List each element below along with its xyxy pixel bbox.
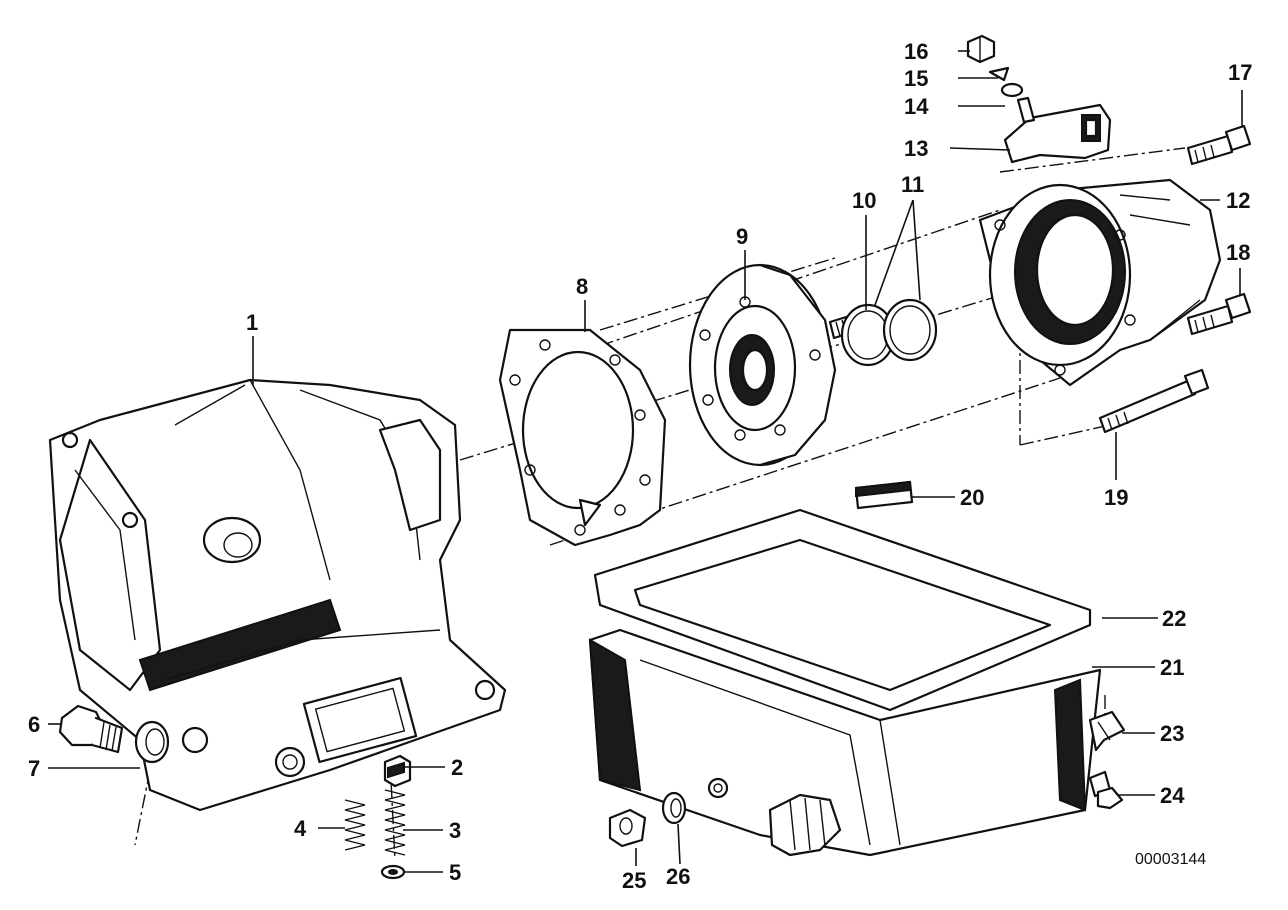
drain-plug (58, 704, 124, 754)
callout-3: 3 (449, 818, 461, 843)
callout-12: 12 (1226, 188, 1250, 213)
compression-spring-large (384, 789, 406, 856)
spring-washer-15 (988, 66, 1010, 82)
leader-lines (48, 50, 1243, 873)
callout-15: 15 (904, 66, 928, 91)
retaining-clip (1088, 710, 1126, 752)
valve-plug (383, 754, 412, 788)
o-rings (840, 298, 938, 367)
callout-labels: 1 2 3 4 5 6 7 8 9 10 11 12 13 14 15 16 1… (28, 39, 1252, 893)
filter-pad (854, 480, 914, 510)
callout-5: 5 (449, 860, 461, 885)
callout-14: 14 (904, 94, 929, 119)
gasket (498, 328, 667, 547)
sealing-ring (134, 720, 170, 764)
callout-1: 1 (246, 310, 258, 335)
callout-21: 21 (1160, 655, 1184, 680)
callout-7: 7 (28, 756, 40, 781)
callout-22: 22 (1162, 606, 1186, 631)
fillister-screw (1088, 770, 1124, 810)
callout-13: 13 (904, 136, 928, 161)
circlip (380, 864, 406, 880)
drain-seal-ring (661, 791, 687, 825)
long-bolt-19 (1098, 368, 1210, 434)
callout-17: 17 (1228, 60, 1252, 85)
callout-25: 25 (622, 868, 646, 893)
extension-housing (978, 178, 1222, 387)
callout-10: 10 (852, 188, 876, 213)
callout-4: 4 (294, 816, 307, 841)
oil-drain-screw (608, 808, 647, 848)
callout-6: 6 (28, 712, 40, 737)
compression-spring-small (344, 799, 366, 851)
threaded-stud (1016, 96, 1036, 124)
oil-pump-flange (688, 263, 837, 467)
hex-nut-16 (966, 34, 996, 64)
hex-bolt-17 (1186, 124, 1252, 166)
callout-20: 20 (960, 485, 984, 510)
callout-11: 11 (901, 172, 924, 197)
callout-2: 2 (451, 755, 463, 780)
callout-24: 24 (1160, 783, 1185, 808)
diagram-reference-number: 00003144 (1135, 851, 1206, 868)
callout-23: 23 (1160, 721, 1184, 746)
callout-26: 26 (666, 864, 690, 889)
callout-18: 18 (1226, 240, 1250, 265)
transmission-housing (48, 378, 507, 812)
washer-14 (1000, 82, 1024, 98)
callout-16: 16 (904, 39, 928, 64)
hex-bolt-18 (1186, 292, 1252, 336)
oil-pan-gasket (593, 508, 1092, 712)
callout-19: 19 (1104, 485, 1128, 510)
callout-9: 9 (736, 224, 748, 249)
callout-8: 8 (576, 274, 588, 299)
oil-pan (588, 628, 1102, 857)
